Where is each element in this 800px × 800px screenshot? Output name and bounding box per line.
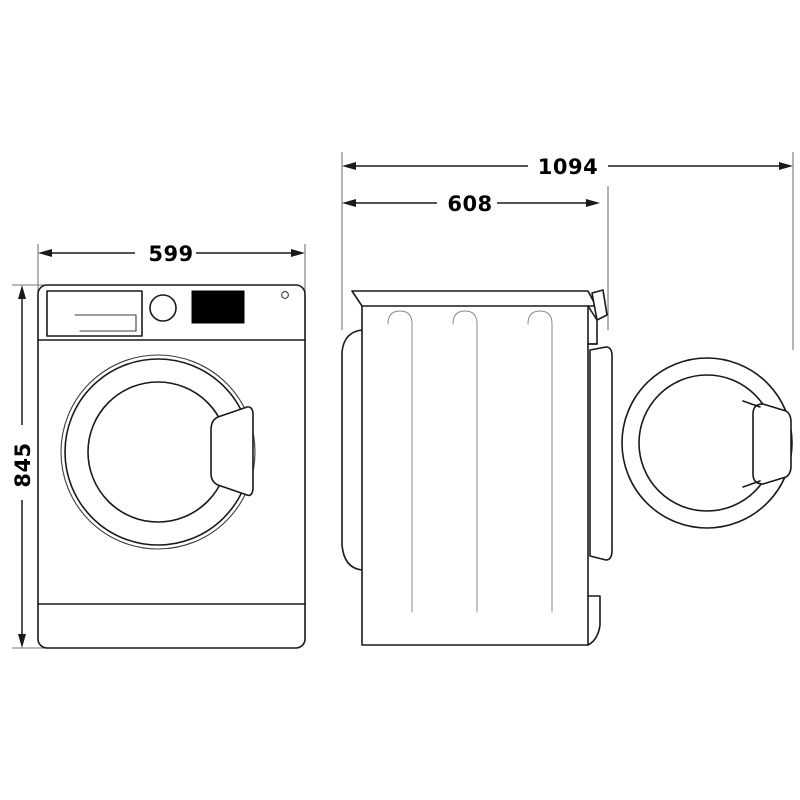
body-rib-3 bbox=[527, 310, 553, 613]
dimension-depth-608: 608 bbox=[342, 186, 609, 330]
body-rib-1 bbox=[387, 310, 413, 613]
open-door-handle bbox=[752, 403, 792, 485]
open-door-outer bbox=[621, 357, 793, 529]
dimension-label-height: 845 bbox=[11, 442, 35, 487]
front-face-panel bbox=[589, 346, 613, 561]
detergent-drawer bbox=[46, 290, 143, 337]
door-outer-ring bbox=[60, 354, 256, 550]
dimension-depth-1094: 1094 bbox=[341, 152, 794, 350]
dimension-label-width: 599 bbox=[148, 242, 193, 266]
arrowhead-top bbox=[18, 285, 26, 299]
indicator-light bbox=[281, 291, 289, 299]
program-selector-knob bbox=[149, 294, 177, 322]
top-panel bbox=[351, 290, 597, 307]
body-rib-2 bbox=[452, 310, 478, 613]
rear-cover bbox=[341, 329, 363, 571]
detergent-drawer-handle bbox=[74, 314, 137, 332]
door-handle bbox=[210, 406, 254, 497]
side-view bbox=[341, 289, 793, 646]
arrowhead-right bbox=[291, 249, 305, 257]
arrowhead-left bbox=[342, 162, 356, 170]
open-door-handle-connectors bbox=[742, 400, 761, 488]
dimension-label-depth-open: 1094 bbox=[538, 155, 598, 179]
arrowhead-right bbox=[779, 162, 793, 170]
dimension-label-depth-body: 608 bbox=[447, 192, 492, 216]
dimension-height-845: 845 bbox=[11, 284, 110, 649]
knob-profile bbox=[591, 289, 608, 321]
display-screen bbox=[191, 290, 245, 324]
dimension-width-599: 599 bbox=[37, 242, 306, 292]
arrowhead-left bbox=[342, 199, 356, 207]
arrowhead-right bbox=[586, 199, 600, 207]
arrowhead-left bbox=[38, 249, 52, 257]
machine-body-profile bbox=[361, 304, 589, 646]
arrowhead-bottom bbox=[18, 634, 26, 648]
front-view bbox=[37, 284, 306, 649]
bottom-foot-profile bbox=[587, 595, 601, 646]
